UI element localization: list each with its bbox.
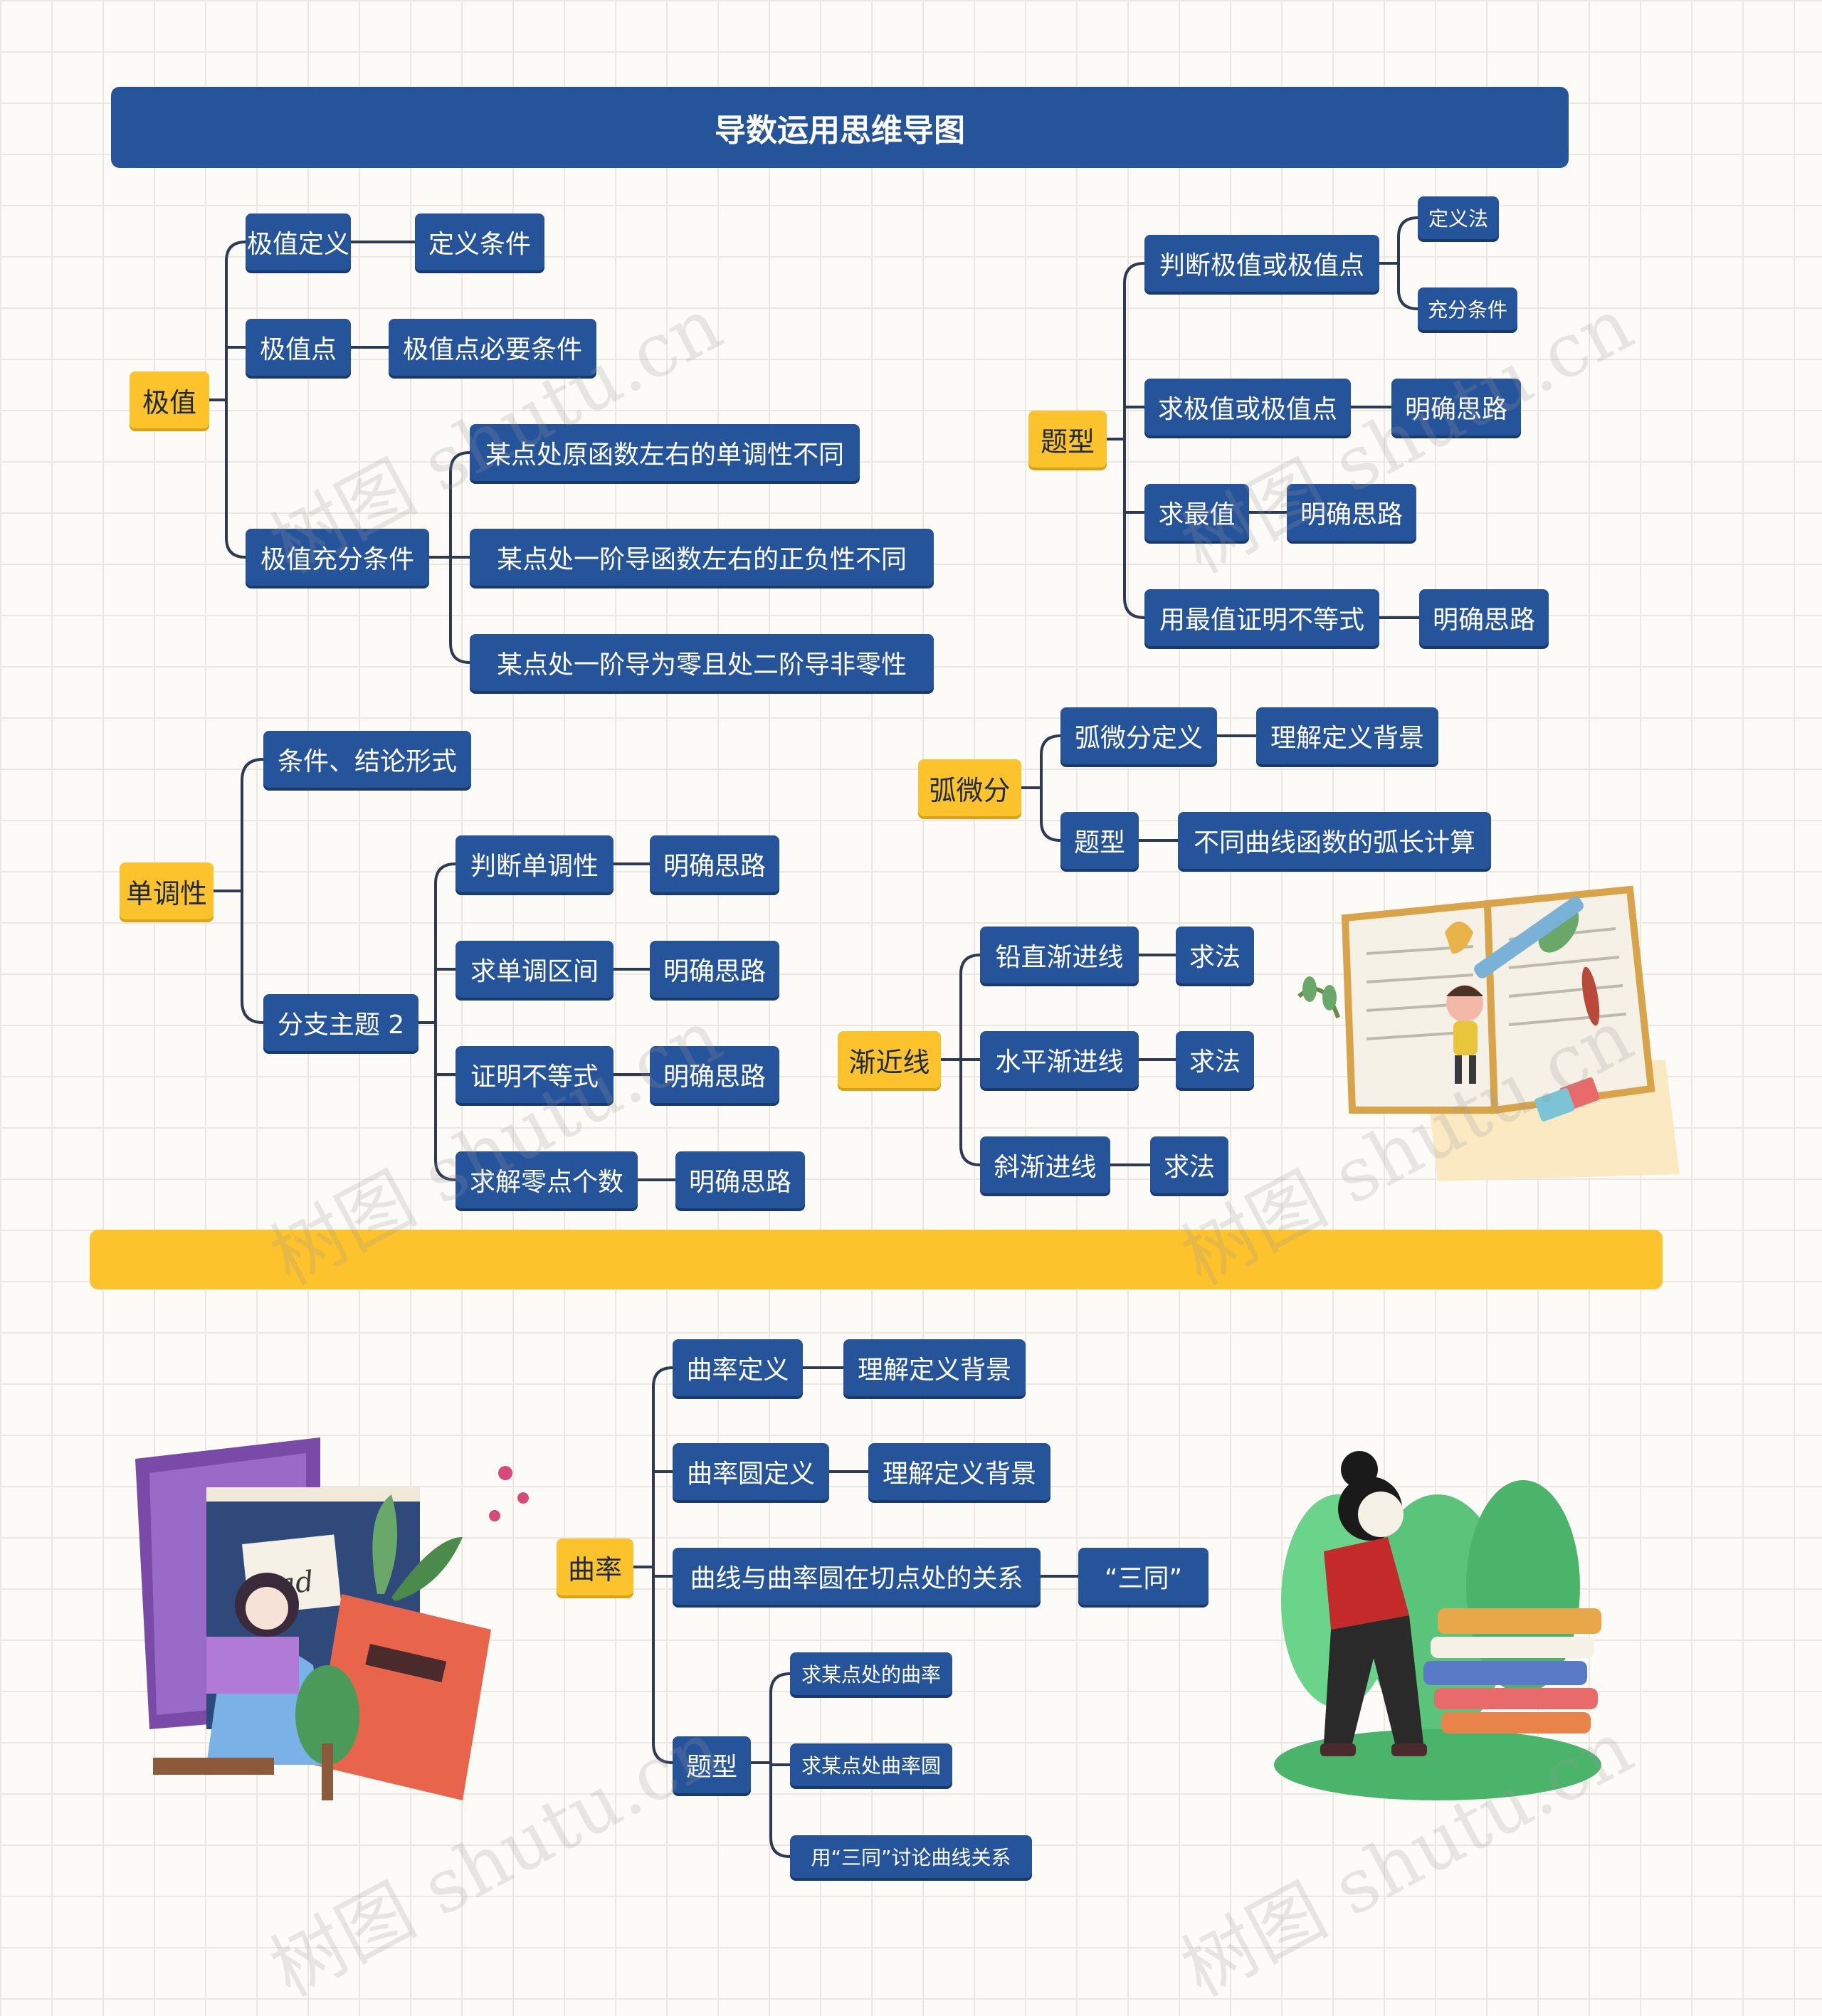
curvature-types[interactable]: 题型 [673,1736,751,1793]
asymptote-root[interactable]: 渐近线 [838,1031,941,1088]
page-title: 导数运用思维导图 [715,112,965,149]
find-extremum[interactable]: 求极值或极值点 [1144,379,1351,436]
sufficient-item-2[interactable]: 某点处一阶导函数左右的正负性不同 [470,529,934,586]
arc-differential-root[interactable]: 弧微分 [918,759,1021,816]
condition-conclusion-form[interactable]: 条件、结论形式 [263,731,471,788]
point-necessary-condition[interactable]: 极值点必要条件 [389,319,596,376]
title-banner: 导数运用思维导图 [111,87,1569,168]
sufficient-condition[interactable]: 极值充分条件 [246,529,429,586]
find-max[interactable]: 求最值 [1144,484,1249,541]
judge-sufficient-condition[interactable]: 充分条件 [1418,287,1517,330]
horizontal-asymptote-method[interactable]: 求法 [1176,1031,1254,1088]
curvature-at-point[interactable]: 求某点处的曲率 [790,1652,952,1695]
vertical-asymptote-method[interactable]: 求法 [1176,927,1254,983]
arc-types[interactable]: 题型 [1060,812,1139,869]
curvature-understand-background[interactable]: 理解定义背景 [843,1339,1026,1396]
arc-differential-definition[interactable]: 弧微分定义 [1060,707,1217,764]
find-max-idea[interactable]: 明确思路 [1287,484,1416,541]
arc-length-calculation[interactable]: 不同曲线函数的弧长计算 [1178,812,1491,869]
books-girl-illustration: read [135,1437,529,1800]
curvature-circle-definition[interactable]: 曲率圆定义 [673,1443,829,1500]
oblique-asymptote[interactable]: 斜渐进线 [980,1136,1110,1193]
woman-books-illustration [1274,1451,1601,1800]
oblique-asymptote-method[interactable]: 求法 [1150,1136,1228,1193]
find-monotonic-interval-idea[interactable]: 明确思路 [650,941,779,998]
arc-understand-background[interactable]: 理解定义背景 [1256,707,1438,764]
prove-inequality[interactable]: 用最值证明不等式 [1144,589,1379,646]
curvature-circle-at-point[interactable]: 求某点处曲率圆 [790,1743,952,1786]
prove-inequality-mono[interactable]: 证明不等式 [456,1046,614,1103]
extremum-root[interactable]: 极值 [130,371,209,428]
judge-monotonicity[interactable]: 判断单调性 [456,835,614,892]
branch-topic-2[interactable]: 分支主题 2 [263,994,418,1051]
curvature-definition[interactable]: 曲率定义 [673,1339,803,1396]
extremum-definition[interactable]: 极值定义 [246,213,351,270]
definition-condition[interactable]: 定义条件 [415,213,544,270]
find-extremum-idea[interactable]: 明确思路 [1391,379,1521,436]
open-book-illustration [1297,885,1680,1181]
judge-monotonicity-idea[interactable]: 明确思路 [650,835,779,892]
curvature-root[interactable]: 曲率 [557,1539,633,1595]
section-divider [90,1230,1663,1289]
discuss-curve-relation[interactable]: 用“三同”讨论曲线关系 [790,1835,1032,1878]
extremum-point[interactable]: 极值点 [246,319,351,376]
monotonicity-root[interactable]: 单调性 [120,862,214,919]
vertical-asymptote[interactable]: 铅直渐进线 [980,927,1139,983]
curve-circle-relation[interactable]: 曲线与曲率圆在切点处的关系 [673,1548,1041,1605]
judge-extremum[interactable]: 判断极值或极值点 [1144,235,1379,292]
prove-inequality-idea[interactable]: 明确思路 [1419,589,1549,646]
circle-understand-background[interactable]: 理解定义背景 [868,1443,1050,1500]
types-root[interactable]: 题型 [1028,411,1107,468]
judge-definition-method[interactable]: 定义法 [1418,196,1499,239]
sufficient-item-1[interactable]: 某点处原函数左右的单调性不同 [470,424,860,481]
count-zeros[interactable]: 求解零点个数 [456,1151,638,1208]
three-same[interactable]: “三同” [1078,1548,1208,1605]
prove-inequality-mono-idea[interactable]: 明确思路 [650,1046,779,1103]
horizontal-asymptote[interactable]: 水平渐进线 [980,1031,1139,1088]
find-monotonic-interval[interactable]: 求单调区间 [456,941,614,998]
count-zeros-idea[interactable]: 明确思路 [675,1151,805,1208]
sufficient-item-3[interactable]: 某点处一阶导为零且处二阶导非零性 [470,634,934,691]
